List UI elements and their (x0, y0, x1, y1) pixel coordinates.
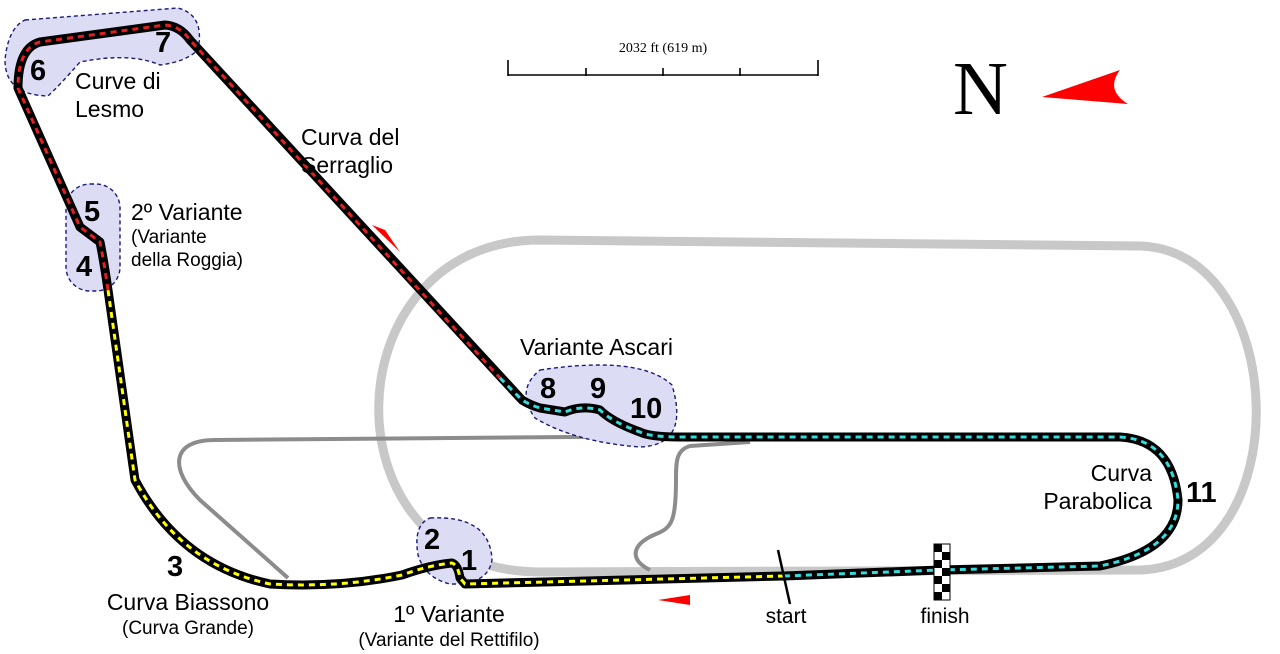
corner-name-variante-roggia: 2º Variante (131, 199, 243, 225)
old-oval-track (374, 235, 1261, 577)
finish-label: finish (920, 605, 969, 628)
scale-label: 2032 ft (619 m) (619, 41, 708, 56)
corner-subname-roggia-1: (Variante (131, 227, 207, 248)
corner-numbers: 1 2 3 4 5 6 7 8 9 10 11 (30, 27, 1217, 583)
sector-dashes (16, 23, 1180, 587)
corner-name-lesmo-2: Lesmo (75, 96, 144, 122)
corner-subname-variante-rettifilo: (Variante del Rettifilo) (358, 630, 539, 651)
corner-4-number: 4 (76, 251, 92, 283)
corner-8-number: 8 (540, 373, 556, 405)
corner-name-ascari: Variante Ascari (520, 334, 673, 360)
start-line (776, 549, 792, 605)
direction-arrow-serraglio (372, 225, 400, 252)
corner-name-variante-rettifilo: 1º Variante (393, 601, 505, 627)
corner-name-biassono: Curva Biassono (107, 589, 269, 615)
finish-flag (933, 543, 951, 601)
direction-arrow-straight (658, 595, 690, 605)
direction-arrows (372, 70, 1128, 605)
corner-11-number: 11 (1186, 477, 1217, 509)
direction-arrow-north (1042, 70, 1128, 104)
corner-10-number: 10 (630, 393, 662, 425)
corner-name-parabolica-1: Curva (1091, 460, 1153, 486)
sector-3-dashes (498, 376, 1180, 578)
start-label: start (766, 605, 807, 628)
corner-7-number: 7 (155, 27, 171, 59)
corner-6-number: 6 (30, 55, 46, 87)
sector-1-dashes (106, 289, 785, 587)
sector-2-dashes (16, 23, 502, 380)
service-road (177, 434, 751, 580)
corner-2-number: 2 (424, 524, 440, 556)
corner-3-number: 3 (167, 551, 183, 583)
corner-names: 1º Variante (Variante del Rettifilo) Cur… (75, 68, 1152, 651)
corner-name-lesmo-1: Curve di (75, 68, 161, 94)
corner-1-number: 1 (461, 545, 477, 577)
corner-name-serraglio-1: Curva del (301, 124, 399, 150)
corner-5-number: 5 (84, 196, 100, 228)
corner-name-parabolica-2: Parabolica (1043, 488, 1152, 514)
corner-name-serraglio-2: Serraglio (301, 152, 393, 178)
corner-9-number: 9 (590, 373, 606, 405)
corner-subname-biassono: (Curva Grande) (122, 618, 254, 639)
corner-subname-roggia-2: della Roggia) (131, 250, 243, 271)
north-label: N (953, 47, 1008, 131)
scale-bar (507, 60, 819, 76)
